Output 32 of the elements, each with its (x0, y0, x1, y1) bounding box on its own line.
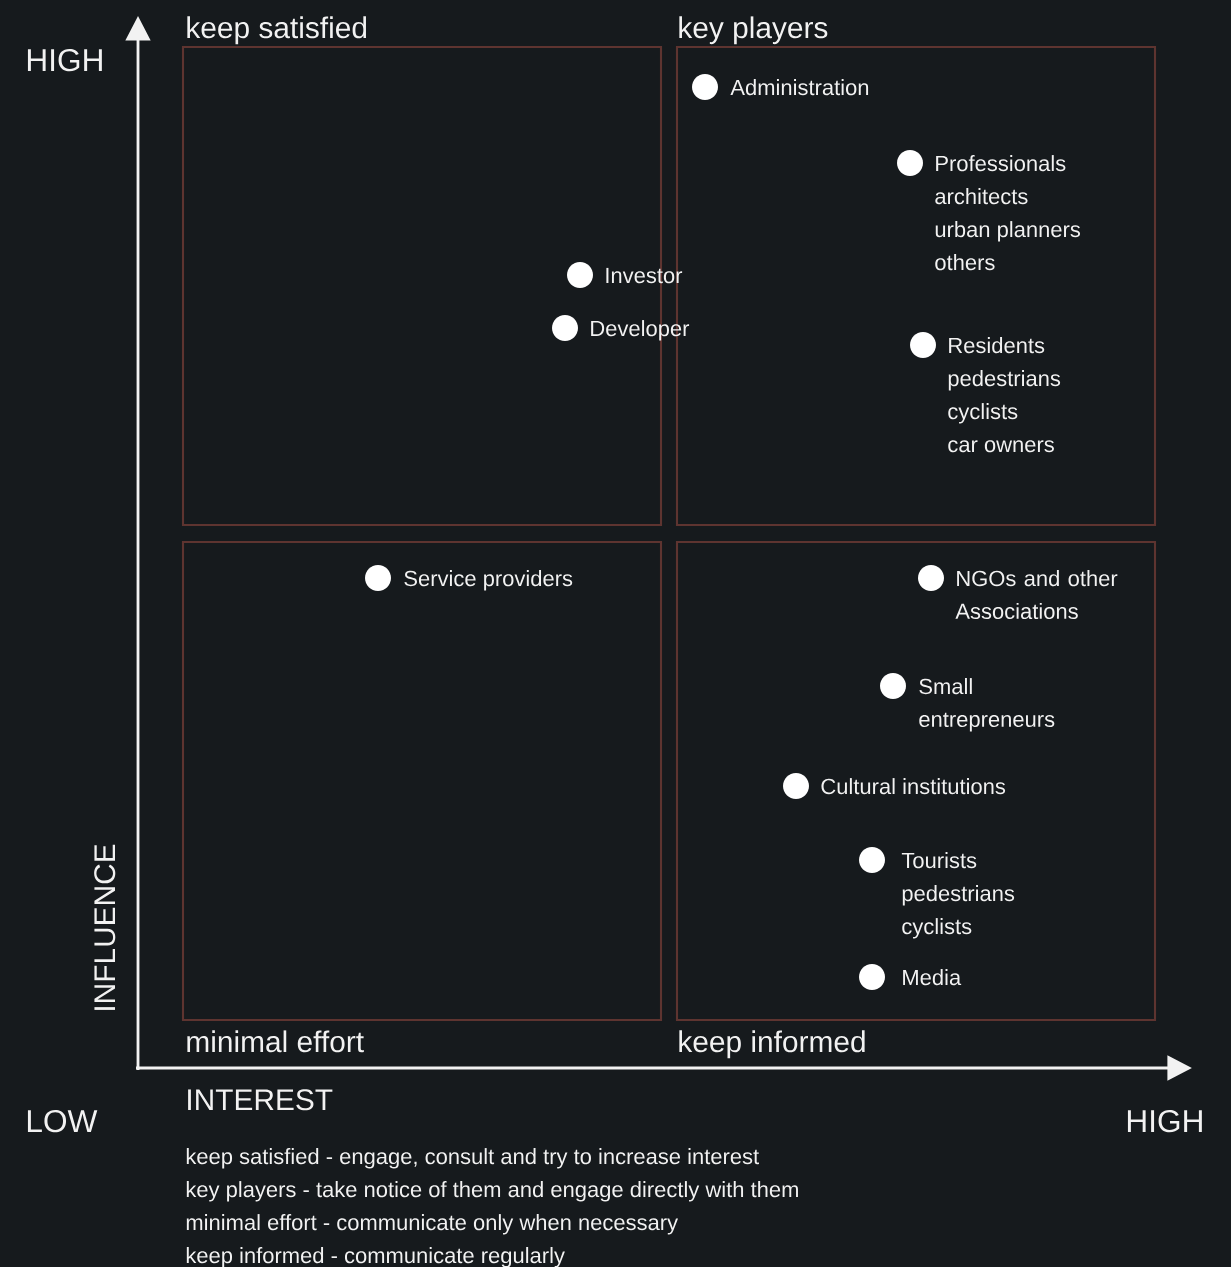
dot-label: NGOs and other Associations (955, 570, 1118, 620)
dot-label: Small entrepreneurs (919, 678, 1055, 732)
dot-label: Residents (949, 337, 1045, 354)
note: key players - take notice of them and engage directly with them (186, 1181, 798, 1202)
dot-label: Tourists (901, 852, 977, 869)
axis-label: HIGH (1127, 1109, 1202, 1133)
dot-label: Investor (606, 267, 683, 284)
dot-label: urban planners (935, 221, 1081, 242)
dot-label: cyclists (902, 918, 972, 939)
dot-label: pedestrians (948, 370, 1061, 391)
dot-label: car owners (948, 440, 1054, 453)
dot-label: Cultural institutions (821, 778, 1006, 795)
dot-label: others (935, 254, 995, 271)
dot-label: cyclists (948, 403, 1018, 424)
quadrant-heading: keep informed (679, 1030, 865, 1059)
quadrant-heading: minimal effort (187, 1030, 364, 1053)
quadrant-heading: key players (679, 16, 828, 45)
dot-label: Service providers (404, 570, 573, 591)
dot-label: Media (903, 969, 962, 986)
quadrant-heading: keep satisfied (187, 16, 367, 45)
dot-label: pedestrians (902, 885, 1015, 906)
dot-label: Professionals (936, 155, 1066, 172)
note: minimal effort - communicate only when necessary (186, 1214, 679, 1235)
axis-title: INTEREST (188, 1089, 333, 1111)
axis-title: INFLUENCE (94, 844, 116, 1010)
dot-label: architects (935, 188, 1028, 205)
axis-label: LOW (27, 1109, 98, 1133)
dot-label: Administration (730, 79, 869, 96)
note: keep satisfied - engage, consult and try to increase interest (186, 1148, 759, 1169)
dot-label: Developer (591, 320, 690, 341)
axis-label: HIGH (27, 48, 102, 72)
note: keep informed - communicate regularly (186, 1247, 565, 1267)
